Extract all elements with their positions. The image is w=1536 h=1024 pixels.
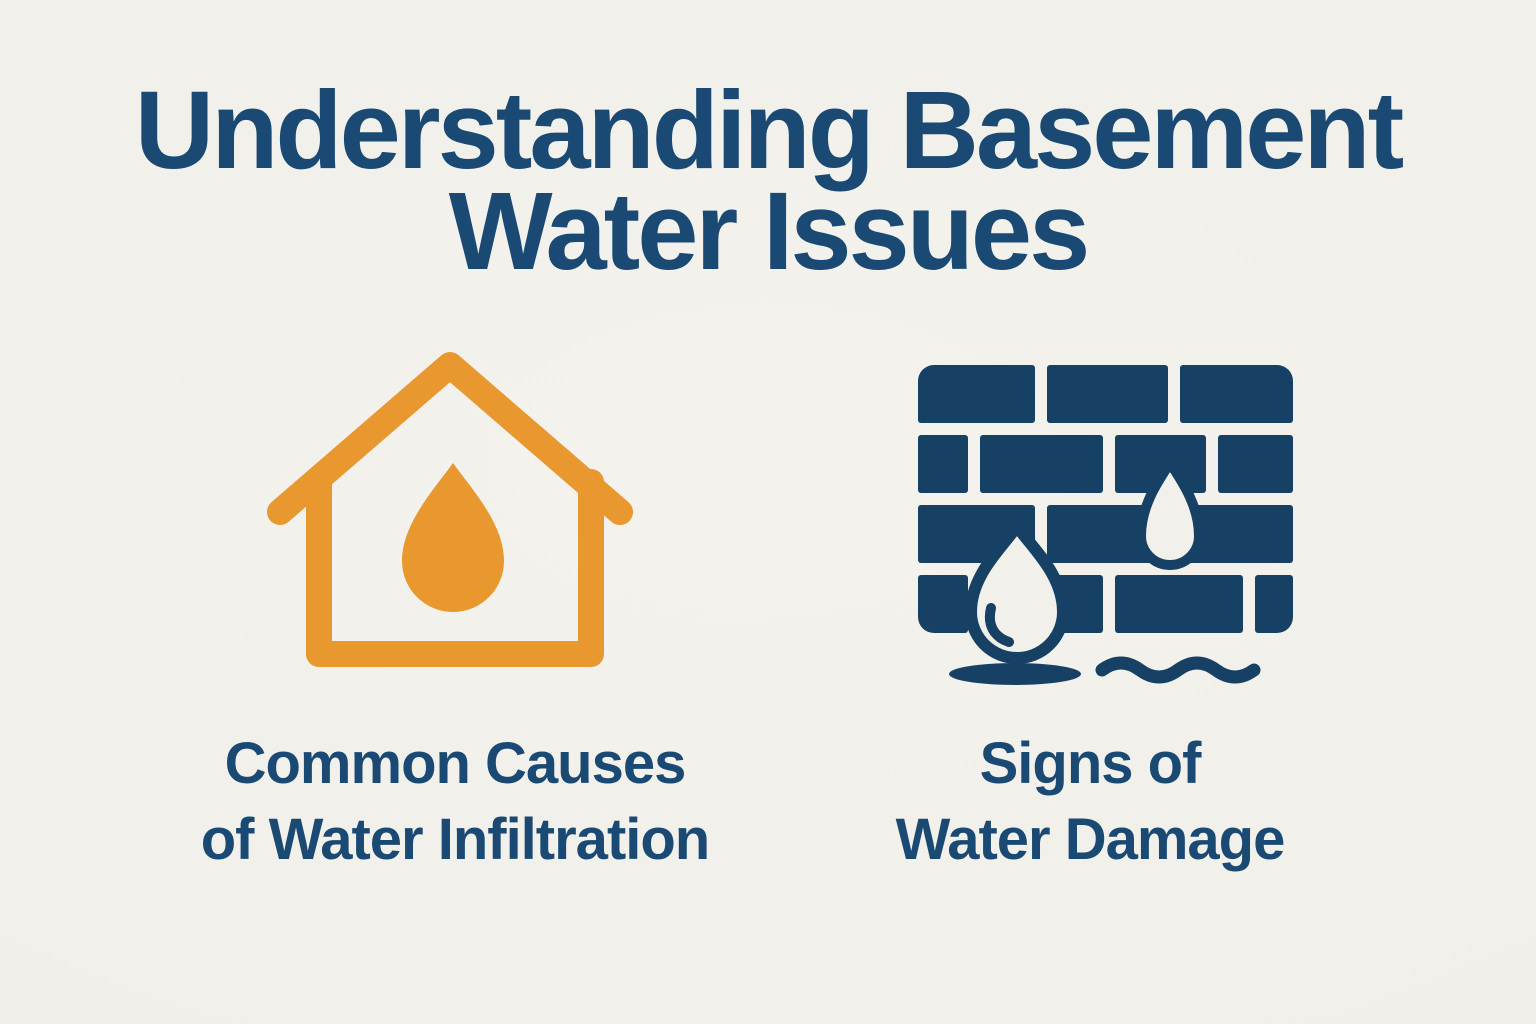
brick xyxy=(1180,505,1293,563)
label-common-causes: Common Causes of Water Infiltration xyxy=(105,726,805,878)
drop-highlight xyxy=(985,603,1014,647)
house-with-water-drop-icon xyxy=(267,352,633,667)
brick xyxy=(1218,435,1293,493)
page-title: Understanding Basement Water Issues xyxy=(0,69,1536,293)
brick-wall-with-water-drops-icon xyxy=(918,365,1293,685)
title-line-1: Understanding Basement xyxy=(134,69,1404,192)
label-line-2: of Water Infiltration xyxy=(200,807,710,872)
title-line-2: Water Issues xyxy=(448,170,1091,293)
house-roof xyxy=(267,352,633,525)
water-wave xyxy=(1095,656,1261,684)
brick xyxy=(1115,575,1243,633)
small-water-drop xyxy=(1135,453,1205,570)
brick xyxy=(1255,575,1293,633)
house-body xyxy=(306,469,604,667)
brick xyxy=(1180,365,1293,423)
label-line-1: Signs of xyxy=(979,731,1202,796)
label-signs-of-damage: Signs of Water Damage xyxy=(790,726,1390,878)
puddle xyxy=(949,663,1081,685)
water-drop xyxy=(402,463,504,612)
brick-wall xyxy=(918,365,1293,633)
label-line-2: Water Damage xyxy=(895,807,1286,872)
label-line-1: Common Causes xyxy=(224,731,687,796)
brick xyxy=(918,365,1035,423)
brick xyxy=(918,575,968,633)
brick xyxy=(1047,365,1168,423)
brick xyxy=(918,435,968,493)
brick xyxy=(980,435,1103,493)
